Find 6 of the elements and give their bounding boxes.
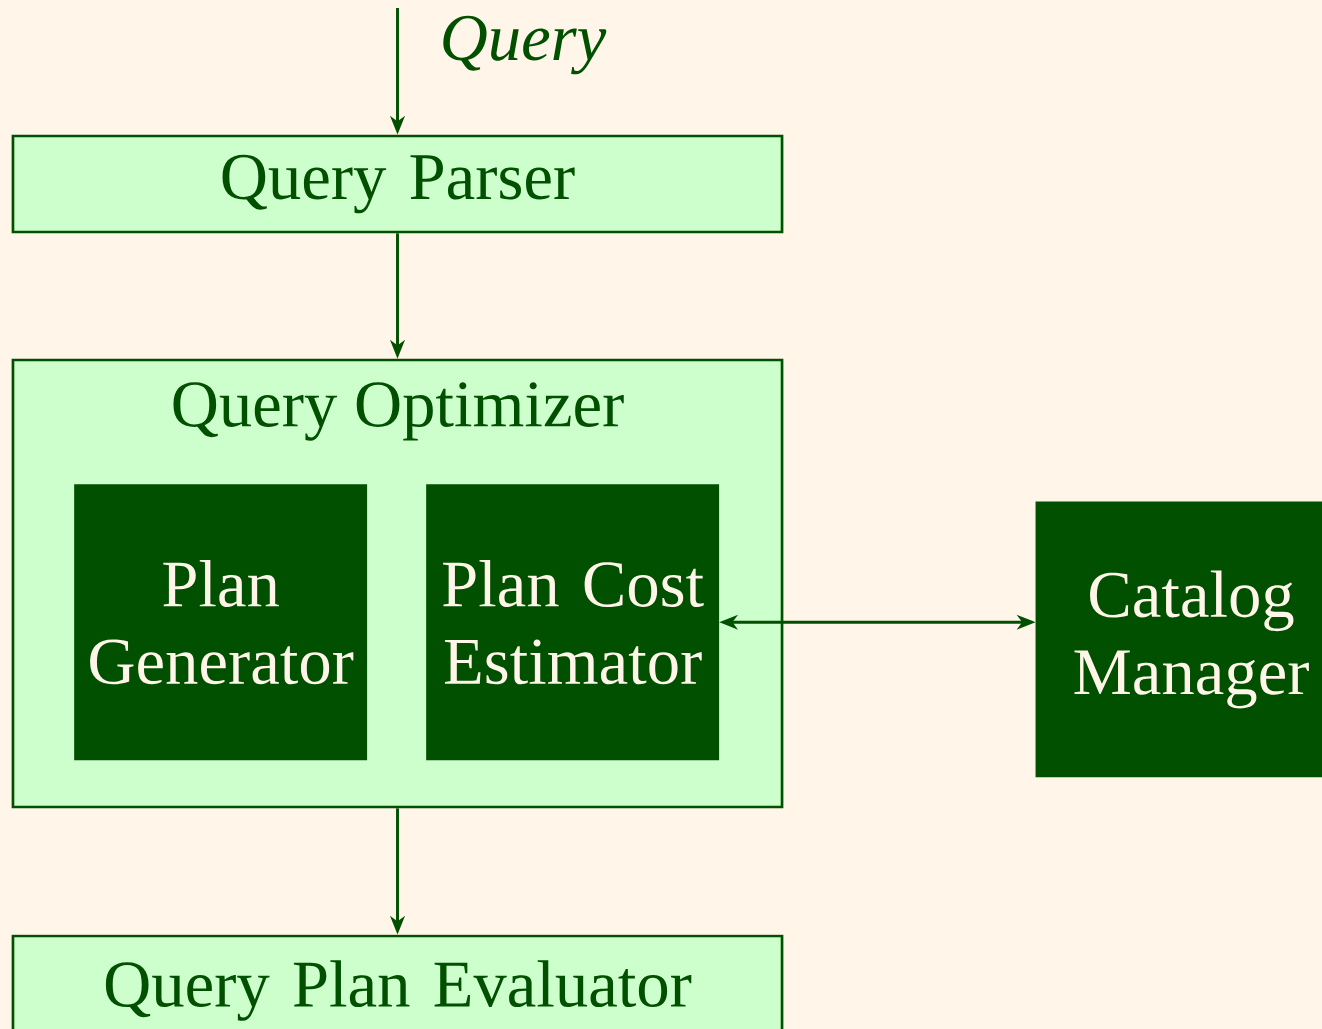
process-box: Query Plan Evaluator [11, 934, 784, 1029]
component-box: Plan Cost Estimator [426, 484, 720, 761]
component-box: Catalog Manager [1035, 501, 1322, 778]
edge-label: Query [436, 13, 609, 77]
process-box: Query Parser [11, 134, 784, 234]
component-box: Plan Generator [74, 484, 368, 761]
